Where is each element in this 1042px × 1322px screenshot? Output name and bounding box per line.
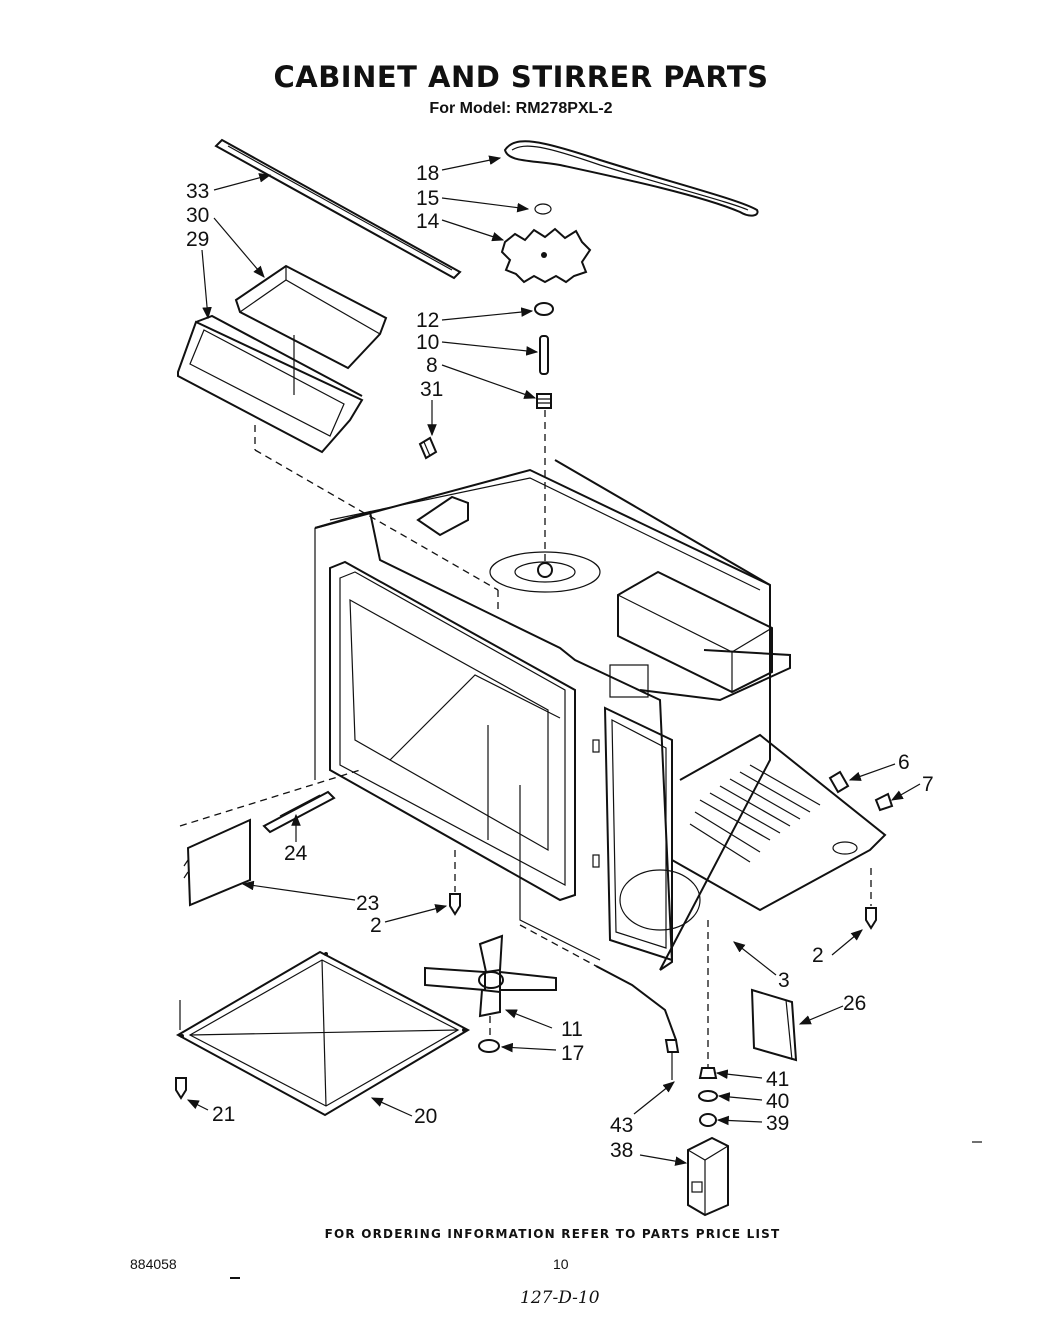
callout-6: 6 [898, 751, 910, 774]
callout-33: 33 [186, 180, 209, 203]
callout-29: 29 [186, 228, 209, 251]
stirrer-stack-parts [500, 203, 592, 565]
callout-2-left: 2 [370, 914, 382, 937]
screw-parts [449, 850, 877, 930]
side-panel-part [183, 818, 251, 907]
bottom-plate-part [175, 950, 471, 1117]
callout-12: 12 [416, 309, 439, 332]
callout-43: 43 [610, 1114, 633, 1137]
callout-17: 17 [561, 1042, 584, 1065]
fan-blade-part [424, 934, 557, 1040]
callout-8: 8 [426, 354, 438, 377]
nut-part [478, 1039, 500, 1053]
document-number: 884058 [130, 1256, 177, 1272]
callout-7: 7 [922, 773, 934, 796]
small-panel-part [750, 988, 798, 1062]
callout-38: 38 [610, 1139, 633, 1162]
callout-20: 20 [414, 1105, 437, 1128]
callout-21: 21 [212, 1103, 235, 1126]
latch-and-screw-parts [828, 770, 894, 812]
callout-3: 3 [778, 969, 790, 992]
callout-31: 31 [420, 378, 443, 401]
model-subtitle: For Model: RM278PXL-2 [429, 100, 613, 117]
callout-14: 14 [416, 210, 440, 233]
cabinet-part [314, 459, 887, 971]
callout-2-right: 2 [812, 944, 824, 967]
clip-part [418, 436, 438, 460]
callout-40: 40 [766, 1090, 789, 1113]
page-title: CABINET AND STIRRER PARTS [273, 60, 769, 94]
callout-15: 15 [416, 187, 439, 210]
callout-30: 30 [186, 204, 209, 227]
sensor-probe-part [519, 924, 680, 1080]
latch-bar-part [262, 790, 336, 834]
callout-10: 10 [416, 331, 439, 354]
page-number: 10 [553, 1256, 569, 1272]
waveguide-box-part [177, 314, 364, 454]
gasket-strip-part [214, 138, 462, 280]
callout-24: 24 [284, 842, 308, 865]
callout-39: 39 [766, 1112, 789, 1135]
bottom-vents [689, 764, 821, 863]
stirrer-cover-part [234, 264, 388, 370]
belt-part [503, 140, 759, 217]
screw-21-part [175, 1077, 187, 1100]
leader-arrows [186, 155, 921, 1166]
callout-26: 26 [843, 992, 866, 1015]
callout-23: 23 [356, 892, 379, 915]
motor-mount-parts [687, 920, 729, 1217]
callout-labels: 18 15 14 33 30 29 12 10 8 31 6 7 24 23 2… [186, 162, 934, 1162]
ordering-note: FOR ORDERING INFORMATION REFER TO PARTS … [324, 1227, 781, 1241]
callout-11: 11 [561, 1018, 583, 1041]
callout-41: 41 [766, 1068, 789, 1091]
handwritten-note: 127-D-10 [520, 1288, 600, 1308]
callout-18: 18 [416, 162, 439, 185]
